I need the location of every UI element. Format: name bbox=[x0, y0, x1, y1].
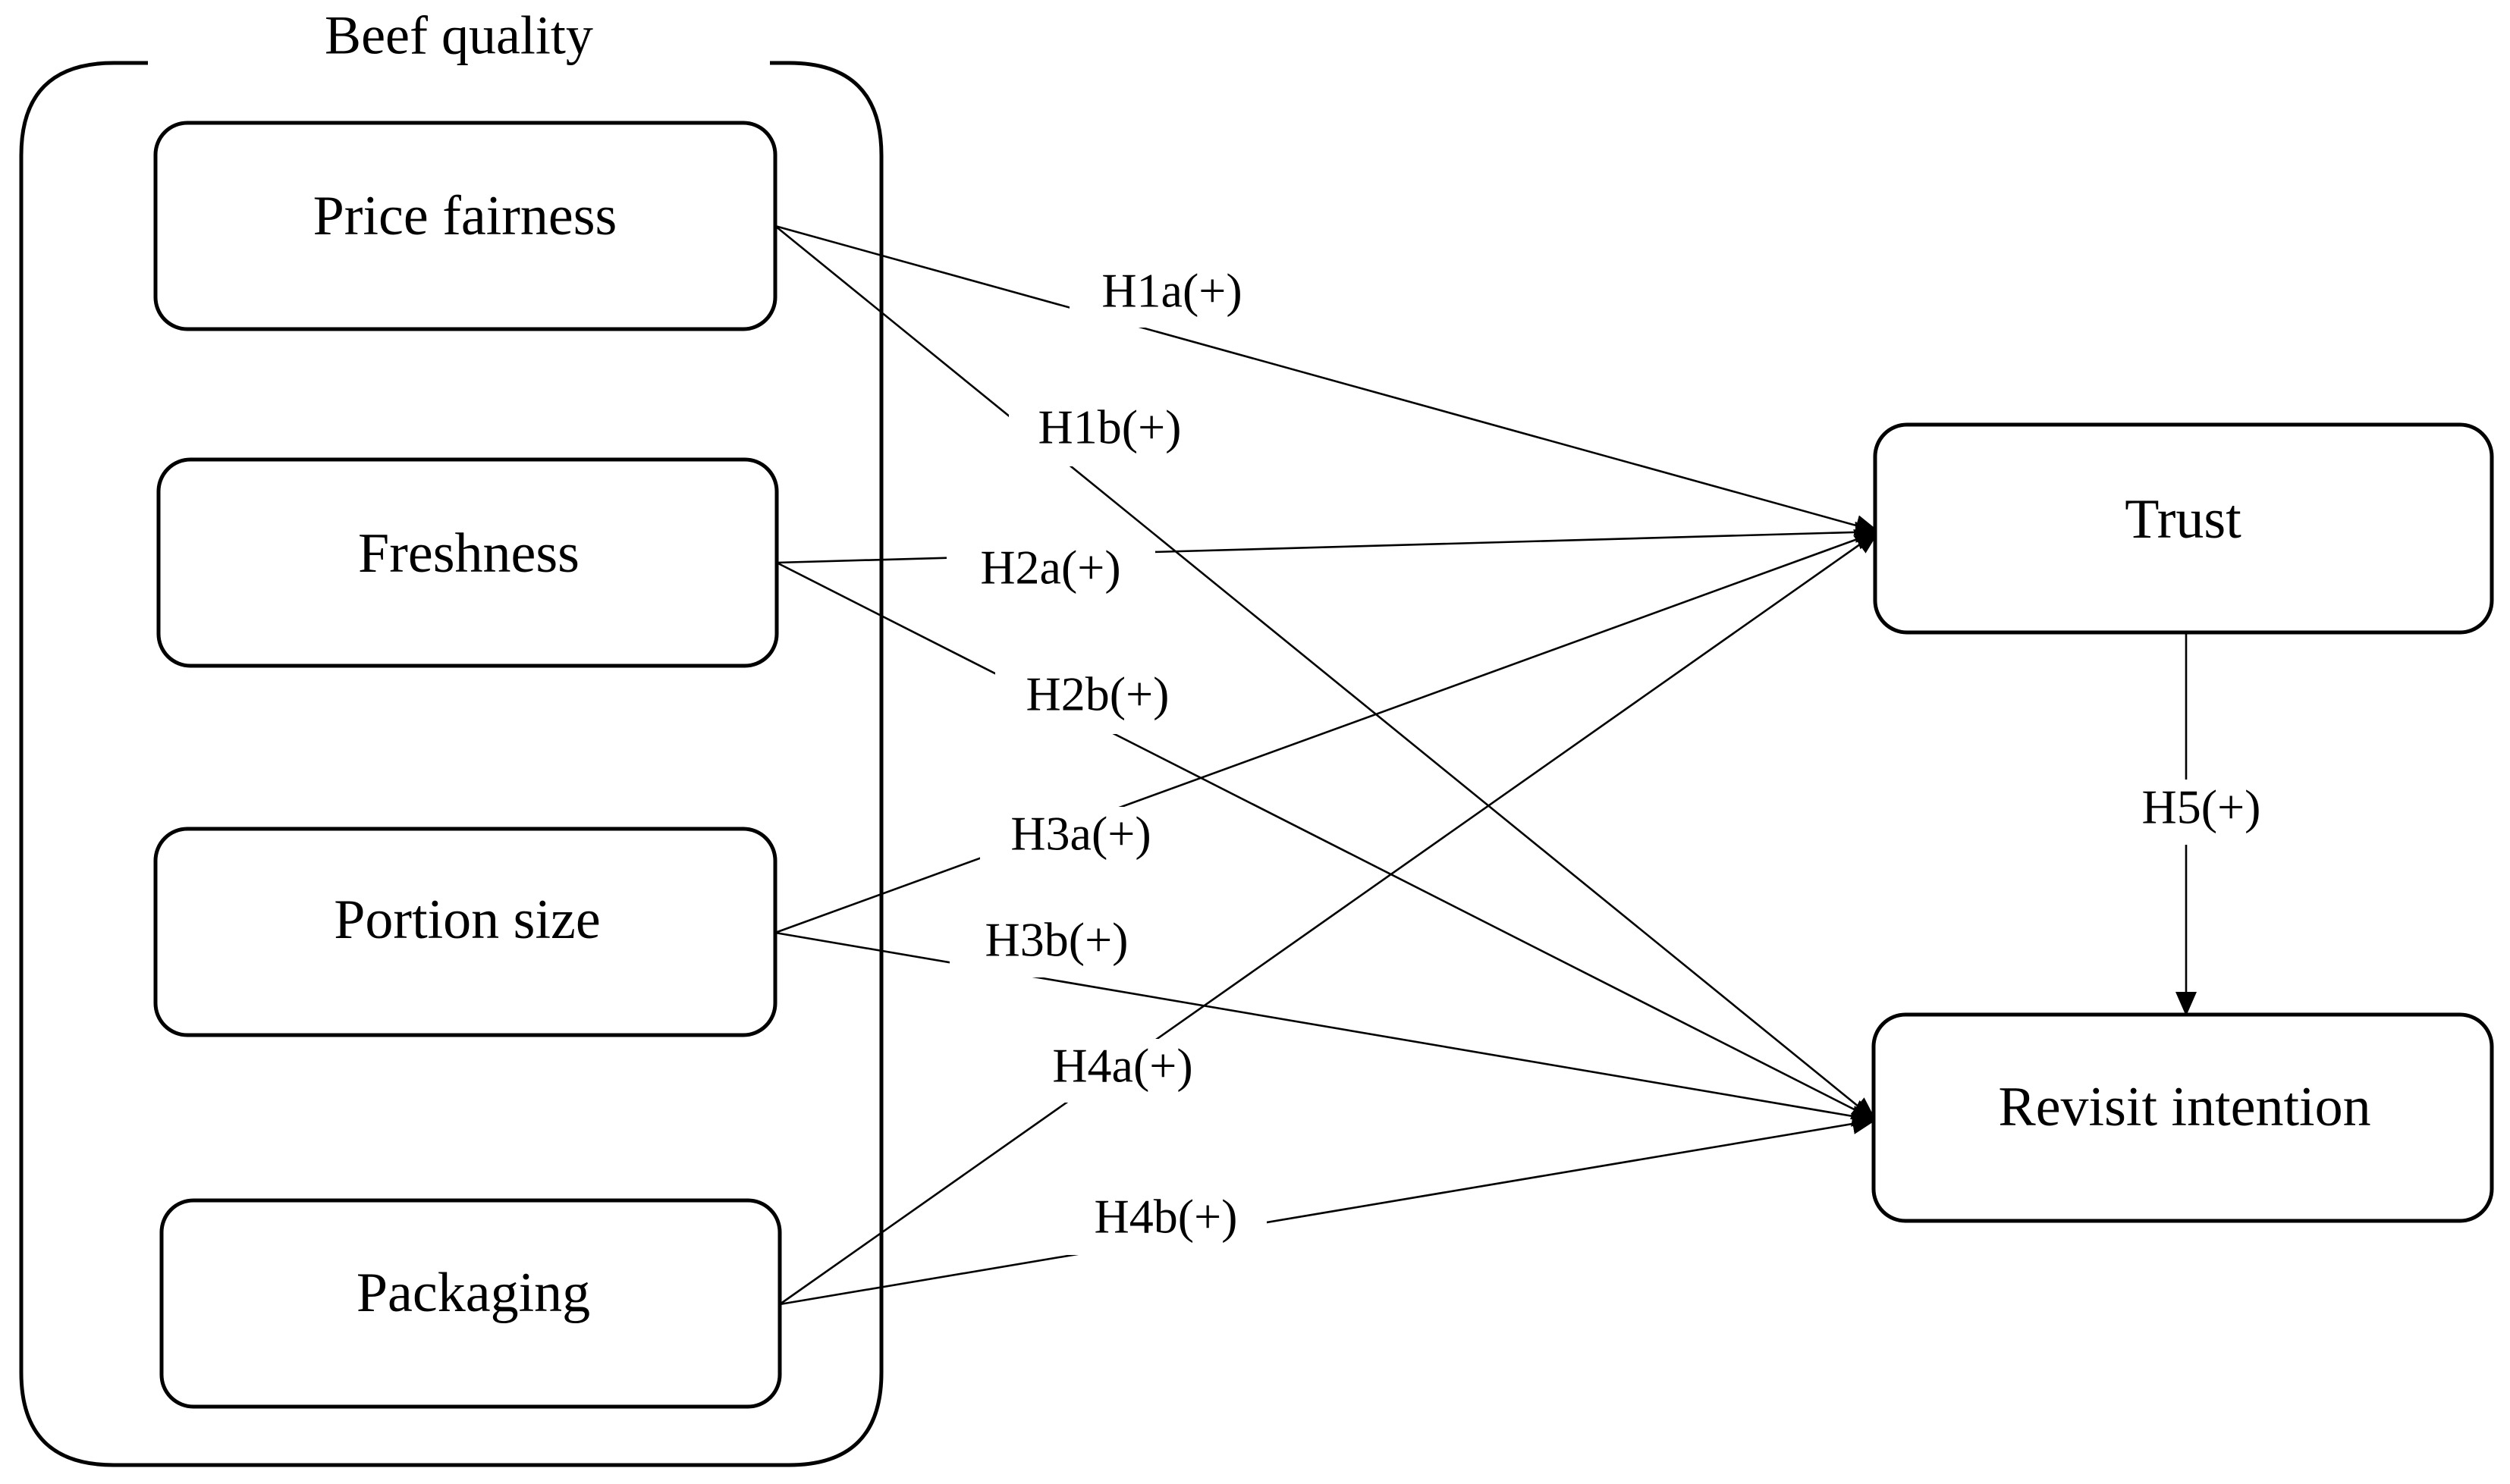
portion-size-label: Portion size bbox=[334, 889, 600, 951]
revisit-intention-label: Revisit intention bbox=[1998, 1076, 2370, 1138]
packaging-label: Packaging bbox=[357, 1262, 590, 1324]
edge-h3b bbox=[774, 931, 1877, 1127]
hypothesis-h4a-label: H4a(+) bbox=[1052, 1039, 1192, 1093]
node-portion-size: Portion size bbox=[153, 827, 778, 1037]
edge-h2b bbox=[776, 561, 1877, 1122]
hypothesis-h3a-label: H3a(+) bbox=[1010, 807, 1151, 861]
price-fairness-label: Price fairness bbox=[313, 185, 617, 247]
edge-h4b bbox=[779, 1113, 1877, 1306]
edge-h1a bbox=[774, 224, 1880, 536]
edge-h2a bbox=[776, 521, 1880, 564]
freshness-label: Freshness bbox=[358, 522, 580, 585]
hypothesis-h2a-label: H2a(+) bbox=[980, 541, 1120, 595]
node-trust: Trust bbox=[1873, 422, 2494, 635]
hypothesis-label-masks bbox=[947, 264, 2244, 1255]
node-packaging: Packaging bbox=[159, 1198, 782, 1409]
edge-h1b bbox=[774, 224, 1877, 1122]
hypothesis-labels: H1a(+) H1b(+) H2a(+) H2b(+) H3a(+) H3b(+… bbox=[980, 264, 2260, 1244]
node-revisit-intention: Revisit intention bbox=[1871, 1012, 2494, 1223]
hypothesis-h4b-label: H4b(+) bbox=[1095, 1190, 1238, 1244]
node-freshness: Freshness bbox=[156, 457, 779, 668]
edge-h4a bbox=[779, 530, 1880, 1306]
trust-label: Trust bbox=[2125, 488, 2241, 551]
hypothesis-h3b-label: H3b(+) bbox=[985, 913, 1129, 967]
hypothesis-h5-label: H5(+) bbox=[2142, 780, 2261, 834]
node-price-fairness: Price fairness bbox=[153, 121, 778, 331]
beef-quality-group-label: Beef quality bbox=[325, 5, 593, 66]
edge-h3a bbox=[774, 529, 1880, 934]
beef-quality-group-border bbox=[19, 61, 884, 1467]
hypothesis-h1a-label: H1a(+) bbox=[1101, 264, 1242, 318]
hypothesis-h1b-label: H1b(+) bbox=[1038, 400, 1182, 454]
hypothesis-h2b-label: H2b(+) bbox=[1026, 667, 1170, 721]
